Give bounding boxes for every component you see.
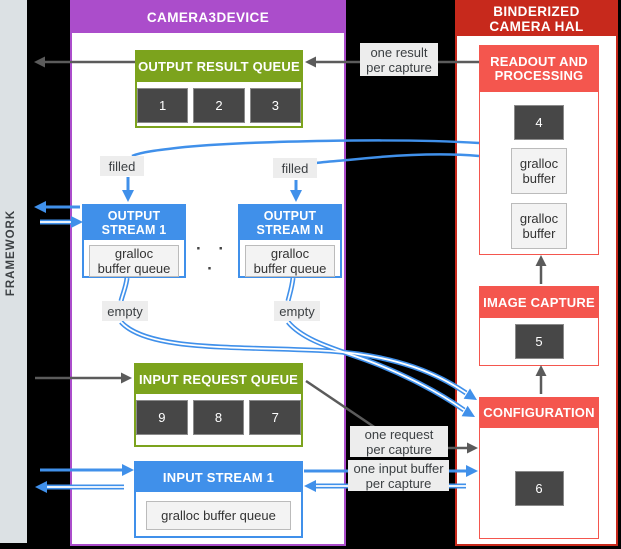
input-request-queue-items: 9 8 7 (136, 394, 302, 435)
readout-title: READOUT AND PROCESSING (480, 46, 598, 92)
one-request-per-capture-label: one request per capture (350, 426, 448, 457)
more-streams-ellipsis: · · · (195, 239, 231, 278)
one-input-buffer-per-capture-label: one input buffer per capture (348, 460, 449, 491)
output-stream-1-title: OUTPUT STREAM 1 (84, 206, 184, 240)
image-capture: IMAGE CAPTURE 5 (479, 286, 599, 366)
readout-gralloc-buffer-1: gralloc buffer (511, 148, 567, 194)
framework-panel (0, 0, 27, 543)
hal-buffer-6: 6 (514, 471, 564, 506)
filled-label-2: filled (273, 158, 317, 178)
request-9: 9 (136, 400, 188, 435)
output-stream-n-title: OUTPUT STREAM N (240, 206, 340, 240)
stream1-to-framework-arrowhead (34, 201, 46, 213)
input-request-queue-title: INPUT REQUEST QUEUE (136, 365, 301, 394)
buffer-to-framework-arrowhead (35, 481, 47, 493)
one-result-per-capture-label: one result per capture (360, 43, 438, 76)
configuration-title: CONFIGURATION (480, 398, 598, 428)
input-request-queue: INPUT REQUEST QUEUE 9 8 7 (134, 363, 303, 447)
framework-label: FRAMEWORK (5, 209, 17, 297)
readout-gralloc-buffer-2: gralloc buffer (511, 203, 567, 249)
result-to-framework-arrowhead (34, 56, 45, 68)
empty-label-1: empty (102, 301, 148, 321)
input-stream-1-gralloc-buffer-queue: gralloc buffer queue (146, 501, 291, 530)
request-8: 8 (192, 400, 245, 435)
output-stream-n-gralloc-buffer-queue: gralloc buffer queue (245, 245, 335, 277)
output-stream-1: OUTPUT STREAM 1 gralloc buffer queue (82, 204, 186, 278)
binderized-hal-title: BINDERIZED CAMERA HAL (457, 2, 616, 36)
output-stream-n: OUTPUT STREAM N gralloc buffer queue (238, 204, 342, 278)
filled-label-1: filled (100, 156, 144, 176)
result-buffer-2: 2 (193, 88, 245, 123)
hal-buffer-4: 4 (514, 105, 564, 140)
output-result-queue: OUTPUT RESULT QUEUE 1 2 3 (135, 50, 303, 128)
input-stream-1-title: INPUT STREAM 1 (136, 463, 301, 492)
result-buffer-1: 1 (137, 88, 189, 123)
hal-buffer-5: 5 (514, 324, 564, 359)
output-result-queue-items: 1 2 3 (137, 82, 301, 123)
output-result-queue-title: OUTPUT RESULT QUEUE (137, 52, 301, 82)
image-capture-title: IMAGE CAPTURE (480, 287, 598, 318)
output-stream-1-gralloc-buffer-queue: gralloc buffer queue (89, 245, 179, 277)
input-stream-1: INPUT STREAM 1 gralloc buffer queue (134, 461, 303, 538)
configuration: CONFIGURATION 6 (479, 397, 599, 539)
empty-label-2: empty (274, 301, 320, 321)
result-buffer-3: 3 (249, 88, 301, 123)
request-7: 7 (249, 400, 302, 435)
camera3device-title: CAMERA3DEVICE (72, 2, 344, 33)
readout-and-processing: READOUT AND PROCESSING 4 gralloc buffer … (479, 45, 599, 255)
